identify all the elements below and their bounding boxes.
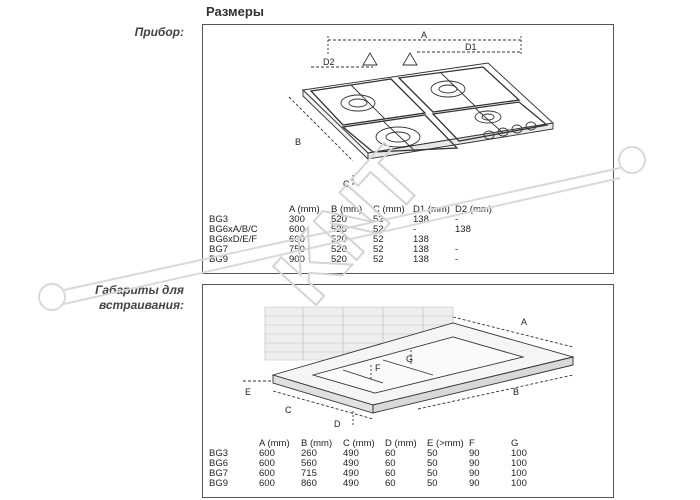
section-label-device: Прибор:: [100, 25, 184, 40]
table-cell: 52: [373, 254, 384, 265]
table-cell: 490: [343, 458, 359, 469]
installation-dimensions-table: A (mm) B (mm) C (mm) D (mm) E (>mm) F G …: [209, 439, 541, 489]
table-cell: 90: [469, 448, 480, 459]
cutout-drawing: A B C D E F G: [243, 306, 575, 429]
table-cell: [455, 235, 497, 245]
section-label-installation-line2: встраивания:: [98, 298, 184, 312]
table-header-cell: F: [469, 438, 475, 449]
table-header-cell: B (mm): [301, 438, 333, 449]
table-row: BG7 600 715 490 60 50 90 100: [209, 469, 541, 479]
dim-label-a: A: [521, 317, 527, 327]
table-cell: 600: [259, 458, 275, 469]
table-header-cell: D (mm): [385, 438, 417, 449]
section-label-installation: Габариты для встраивания:: [60, 283, 184, 313]
installation-dimensions-panel: A B C D E F G A (mm) B (mm) C (mm) D (mm…: [202, 284, 614, 498]
table-cell: 560: [301, 458, 317, 469]
table-cell: 490: [343, 448, 359, 459]
table-cell: -: [455, 244, 459, 255]
dim-label-b: B: [513, 387, 519, 397]
dim-label-f: F: [375, 363, 381, 373]
table-cell: 100: [511, 448, 527, 459]
table-cell: BG6: [209, 458, 229, 469]
table-header-cell: D2 (mm): [455, 204, 492, 215]
dim-label-a: A: [421, 30, 427, 40]
page-title: Размеры: [206, 4, 264, 19]
table-row: BG3 600 260 490 60 50 90 100: [209, 449, 541, 459]
table-cell: 60: [385, 478, 396, 489]
table-cell: 50: [427, 448, 438, 459]
table-header-row: A (mm) B (mm) C (mm) D (mm) E (>mm) F G: [209, 439, 541, 449]
table-cell: 600: [259, 468, 275, 479]
table-cell: 100: [511, 468, 527, 479]
dim-label-e: E: [245, 387, 251, 397]
section-label-installation-line1: Габариты для: [95, 283, 184, 297]
table-header-cell: G: [511, 438, 519, 449]
table-row: BG9 600 860 490 60 50 90 100: [209, 479, 541, 489]
table-cell: 520: [331, 254, 347, 265]
table-cell: BG9: [209, 478, 229, 489]
table-row: BG7 750 520 52 138 -: [209, 245, 497, 255]
device-dimensions-panel: A D1 D2 B C A (mm) B (mm) C (mm) D1 (mm)…: [202, 24, 614, 274]
table-cell: 90: [469, 478, 480, 489]
table-cell: BG9: [209, 254, 229, 265]
table-cell: 60: [385, 448, 396, 459]
dim-label-g: G: [406, 354, 413, 364]
dim-label-b: B: [295, 137, 301, 147]
hob-drawing: A D1 D2 B C: [288, 30, 554, 189]
table-cell: 600: [259, 478, 275, 489]
table-cell: 90: [469, 468, 480, 479]
table-cell: 50: [427, 458, 438, 469]
table-cell: 50: [427, 478, 438, 489]
dim-label-c: C: [343, 179, 350, 189]
table-cell: -: [455, 254, 459, 265]
table-cell: 490: [343, 478, 359, 489]
device-dimensions-table: A (mm) B (mm) C (mm) D1 (mm) D2 (mm) BG3…: [209, 205, 497, 265]
table-cell: 90: [469, 458, 480, 469]
table-cell: 715: [301, 468, 317, 479]
dim-label-d: D: [334, 419, 341, 429]
table-cell: 60: [385, 468, 396, 479]
dim-label-d1: D1: [465, 42, 477, 52]
table-cell: 600: [259, 448, 275, 459]
table-row: BG6 600 560 490 60 50 90 100: [209, 459, 541, 469]
section-label-device-text: Прибор:: [134, 25, 184, 39]
table-cell: 490: [343, 468, 359, 479]
dim-label-d2: D2: [323, 57, 335, 67]
table-cell: BG3: [209, 448, 229, 459]
table-cell: BG7: [209, 468, 229, 479]
table-cell: 50: [427, 468, 438, 479]
table-header-cell: C (mm): [343, 438, 375, 449]
table-cell: 138: [413, 214, 429, 225]
table-header-cell: E (>mm): [427, 438, 464, 449]
table-row: BG6xD/E/F 600 520 52 138: [209, 235, 497, 245]
table-header-row: A (mm) B (mm) C (mm) D1 (mm) D2 (mm): [209, 205, 497, 215]
dim-label-c: C: [285, 405, 292, 415]
table-cell: 138: [413, 254, 429, 265]
table-cell: 100: [511, 458, 527, 469]
table-cell: 60: [385, 458, 396, 469]
table-cell: 900: [289, 254, 305, 265]
table-cell: 260: [301, 448, 317, 459]
table-cell: 138: [455, 224, 471, 235]
table-header-cell: A (mm): [259, 438, 290, 449]
table-cell: 100: [511, 478, 527, 489]
table-cell: 860: [301, 478, 317, 489]
table-row: BG9 900 520 52 138 -: [209, 255, 497, 265]
